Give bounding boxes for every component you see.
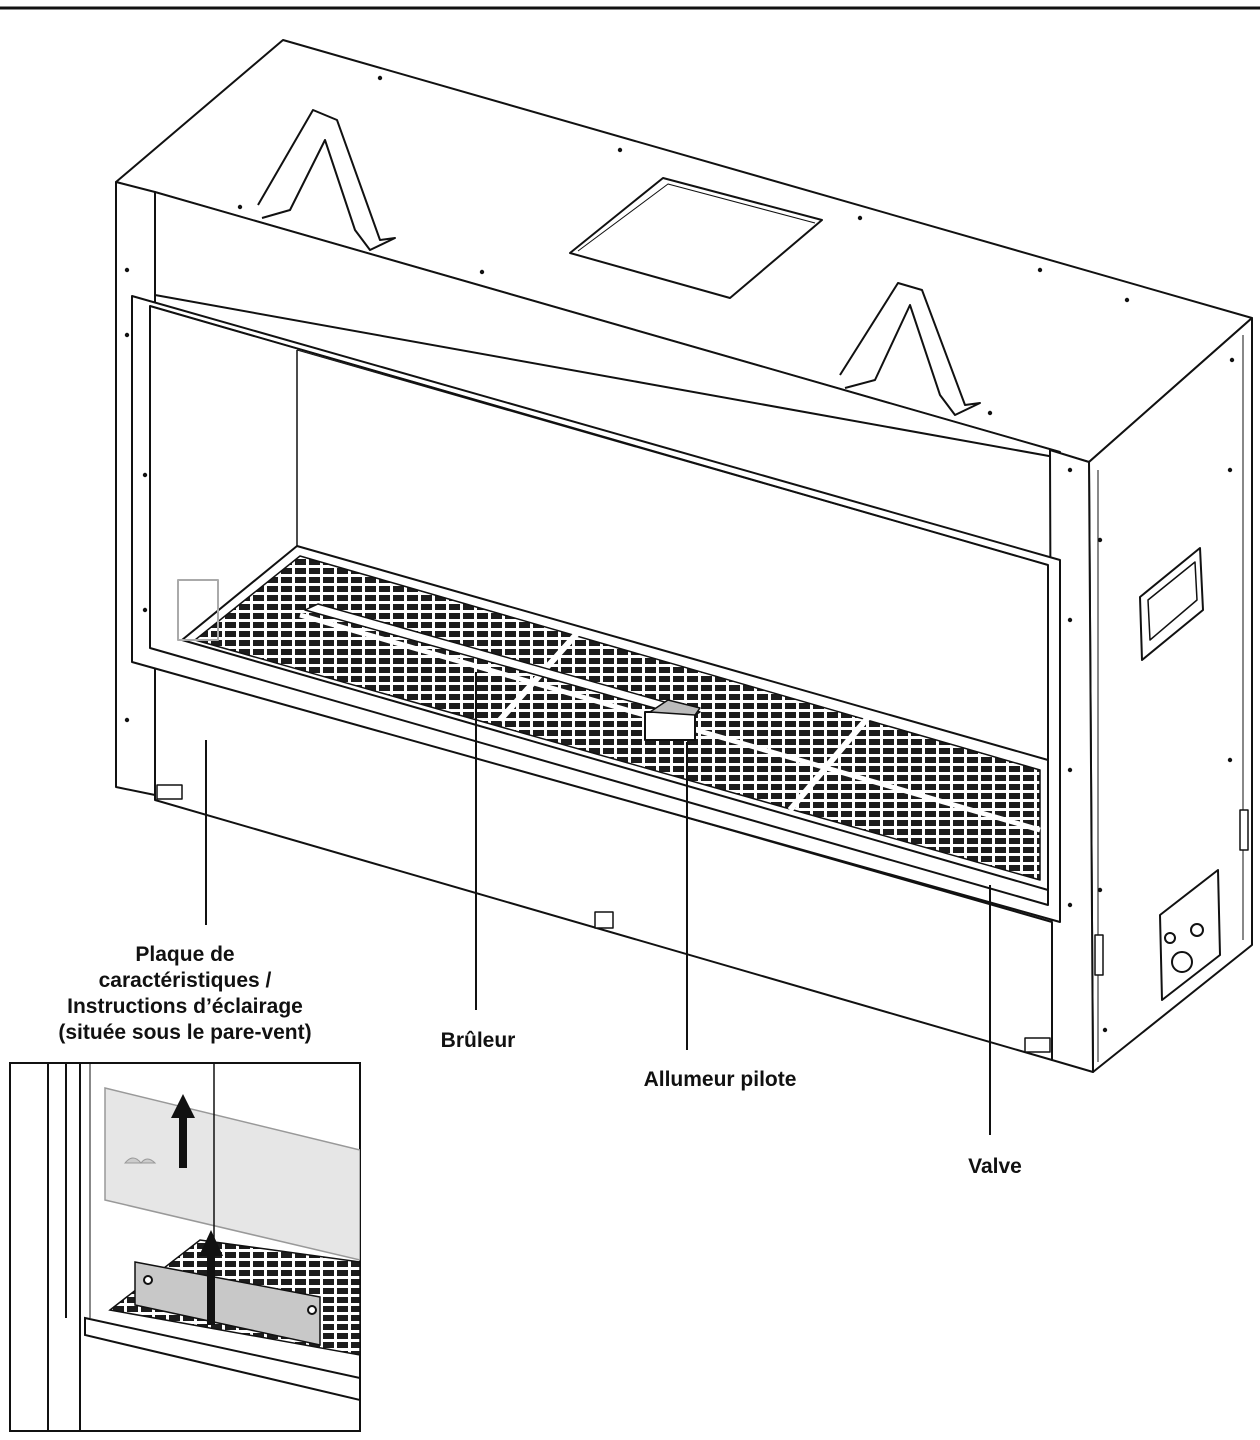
burner-tube	[304, 603, 701, 719]
up-arrow-lower	[199, 1230, 223, 1325]
inset-rating-plate	[134, 1261, 321, 1346]
screw-dots	[124, 75, 1235, 1033]
top-bracket-right	[839, 282, 981, 416]
leader-lines	[205, 672, 991, 1135]
label-plaque: Plaque de caractéristiques / Instruction…	[10, 942, 360, 1046]
fireplace-unit	[115, 39, 1253, 1073]
up-arrow-upper	[171, 1094, 195, 1168]
inset-baseplate	[84, 1316, 360, 1402]
label-plaque-line-4: (située sous le pare-vent)	[58, 1021, 312, 1044]
top-bracket-left	[257, 109, 396, 251]
detail-inset	[9, 1062, 361, 1432]
label-plaque-line-2: caractéristiques /	[98, 969, 272, 992]
label-plaque-line-1: Plaque de	[135, 943, 235, 966]
label-plaque-line-3: Instructions d’éclairage	[67, 995, 303, 1018]
label-valve: Valve	[968, 1155, 1022, 1178]
label-allumeur-pilote: Allumeur pilote	[643, 1068, 797, 1091]
inset-glass	[104, 1087, 360, 1261]
label-bruleur: Brûleur	[440, 1029, 516, 1052]
pilot-assembly	[644, 711, 696, 741]
